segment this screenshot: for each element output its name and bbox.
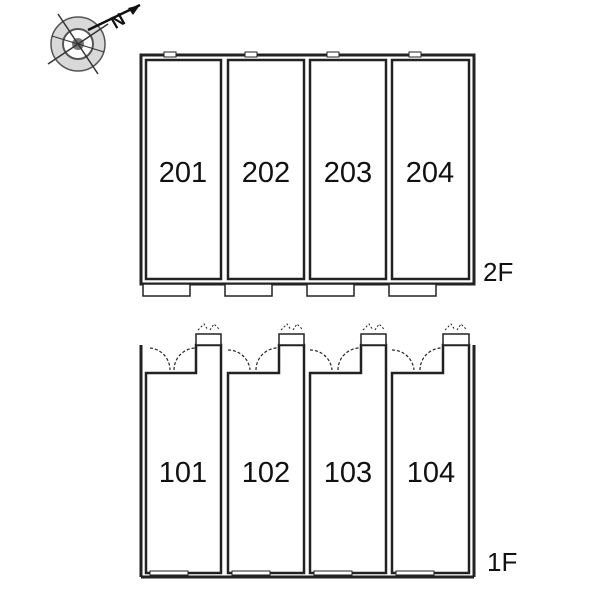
unit-label: 101 [159,457,207,489]
unit-room [144,58,223,281]
window-mark [163,51,177,58]
unit-label: 202 [242,157,290,189]
unit-102: 102 [226,323,306,576]
unit-103: 103 [308,323,388,576]
balcony [388,283,437,297]
unit-104: 104 [390,323,471,576]
floor-2f: 201 202 203 204 2F [139,51,513,297]
window-mark [149,570,189,576]
door-swing-icon [337,347,362,371]
door-swing-icon [391,349,415,371]
floor-label-2f: 2F [483,257,513,287]
window-mark [231,570,271,576]
entrance-box [442,333,470,346]
door-swing-icon [173,347,197,371]
unit-label: 203 [324,157,372,189]
window-mark [244,51,258,58]
unit-101: 101 [144,323,223,576]
door-swing-icon [255,347,280,371]
door-swing-icon [419,347,444,371]
unit-label: 104 [407,457,455,489]
dashed-fixture-icon [444,323,468,331]
unit-label: 103 [324,457,372,489]
floor-label-1f: 1F [487,547,517,577]
window-mark [313,570,353,576]
entrance-box [278,333,305,346]
unit-204: 204 [388,58,471,297]
dashed-fixture-icon [197,323,221,331]
entrance-box [360,333,387,346]
unit-label: 201 [159,157,207,189]
door-swing-icon [149,347,171,371]
compass-arrow-icon [128,5,140,15]
unit-201: 201 [142,58,223,297]
window-mark [326,51,340,58]
door-swing-icon [309,349,333,371]
unit-label: 102 [242,457,290,489]
compass-axis-3 [51,35,105,53]
dashed-fixture-icon [280,323,304,331]
compass: N [47,3,141,75]
balcony [224,283,273,297]
unit-room [308,58,388,281]
unit-room [226,58,306,281]
door-swing-icon [227,349,251,371]
entrance-box [195,333,222,346]
unit-room [390,58,471,281]
dashed-fixture-icon [362,323,386,331]
window-mark [408,51,422,58]
unit-203: 203 [306,58,388,297]
balcony [306,283,355,297]
window-mark [395,570,435,576]
floor-1f: 101 102 103 [139,323,517,579]
unit-202: 202 [224,58,306,297]
unit-label: 204 [406,157,454,189]
balcony [142,283,191,297]
